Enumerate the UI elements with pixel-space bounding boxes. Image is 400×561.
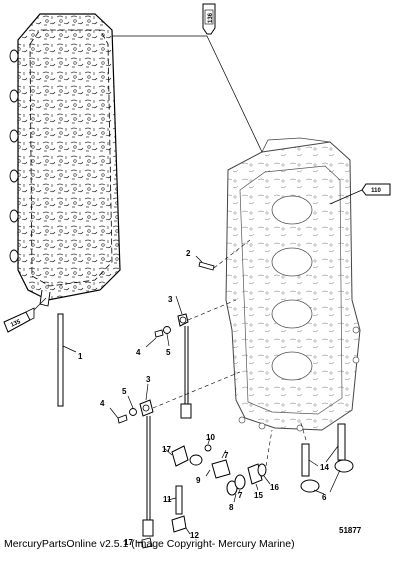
callout-7-lower: 7 bbox=[238, 491, 243, 500]
callout-3-upper: 3 bbox=[168, 295, 173, 304]
callout-4-upper: 4 bbox=[136, 348, 141, 357]
sealant-tube-136: 136 bbox=[202, 3, 216, 35]
callout-6: 6 bbox=[322, 493, 327, 502]
upper-sensor-assembly bbox=[145, 295, 237, 419]
fitting-assembly bbox=[163, 429, 273, 535]
callout-10: 10 bbox=[206, 433, 215, 442]
callout-3-lower: 3 bbox=[146, 375, 151, 384]
cylinder-head-left bbox=[9, 13, 121, 307]
callout-12: 12 bbox=[190, 531, 199, 540]
studs-and-caps bbox=[299, 419, 354, 495]
callout-16: 16 bbox=[270, 483, 279, 492]
callout-8: 8 bbox=[229, 503, 234, 512]
lower-sensor-assembly bbox=[109, 371, 241, 549]
callout-4-lower: 4 bbox=[100, 399, 105, 408]
sealant-tube-110: 110 bbox=[329, 183, 391, 205]
callout-14: 14 bbox=[320, 463, 329, 472]
callout-1: 1 bbox=[78, 352, 83, 361]
callout-15: 15 bbox=[254, 491, 263, 500]
sealant-136-leaders bbox=[112, 35, 263, 153]
callout-2: 2 bbox=[186, 249, 191, 258]
callout-17-lower: 17 bbox=[124, 538, 133, 547]
callout-5-lower: 5 bbox=[122, 387, 127, 396]
callout-17-upper: 17 bbox=[162, 445, 171, 454]
part-1-rod bbox=[57, 313, 77, 407]
copyright-footer: MercuryPartsOnline v2.5.1 (Image Copyrig… bbox=[4, 538, 295, 550]
callout-7-upper: 7 bbox=[224, 451, 229, 460]
tube-110-label: 110 bbox=[371, 188, 381, 194]
callout-11: 11 bbox=[163, 495, 172, 504]
sealant-tube-135: 135 bbox=[3, 297, 47, 333]
callout-9: 9 bbox=[196, 476, 201, 485]
tube-135-label: 135 bbox=[10, 319, 22, 329]
cylinder-block-right bbox=[225, 137, 361, 432]
callout-5-upper: 5 bbox=[166, 348, 171, 357]
diagram-number: 51877 bbox=[339, 526, 362, 535]
tube-136-label: 136 bbox=[208, 12, 214, 23]
part-2-pin bbox=[195, 239, 251, 271]
